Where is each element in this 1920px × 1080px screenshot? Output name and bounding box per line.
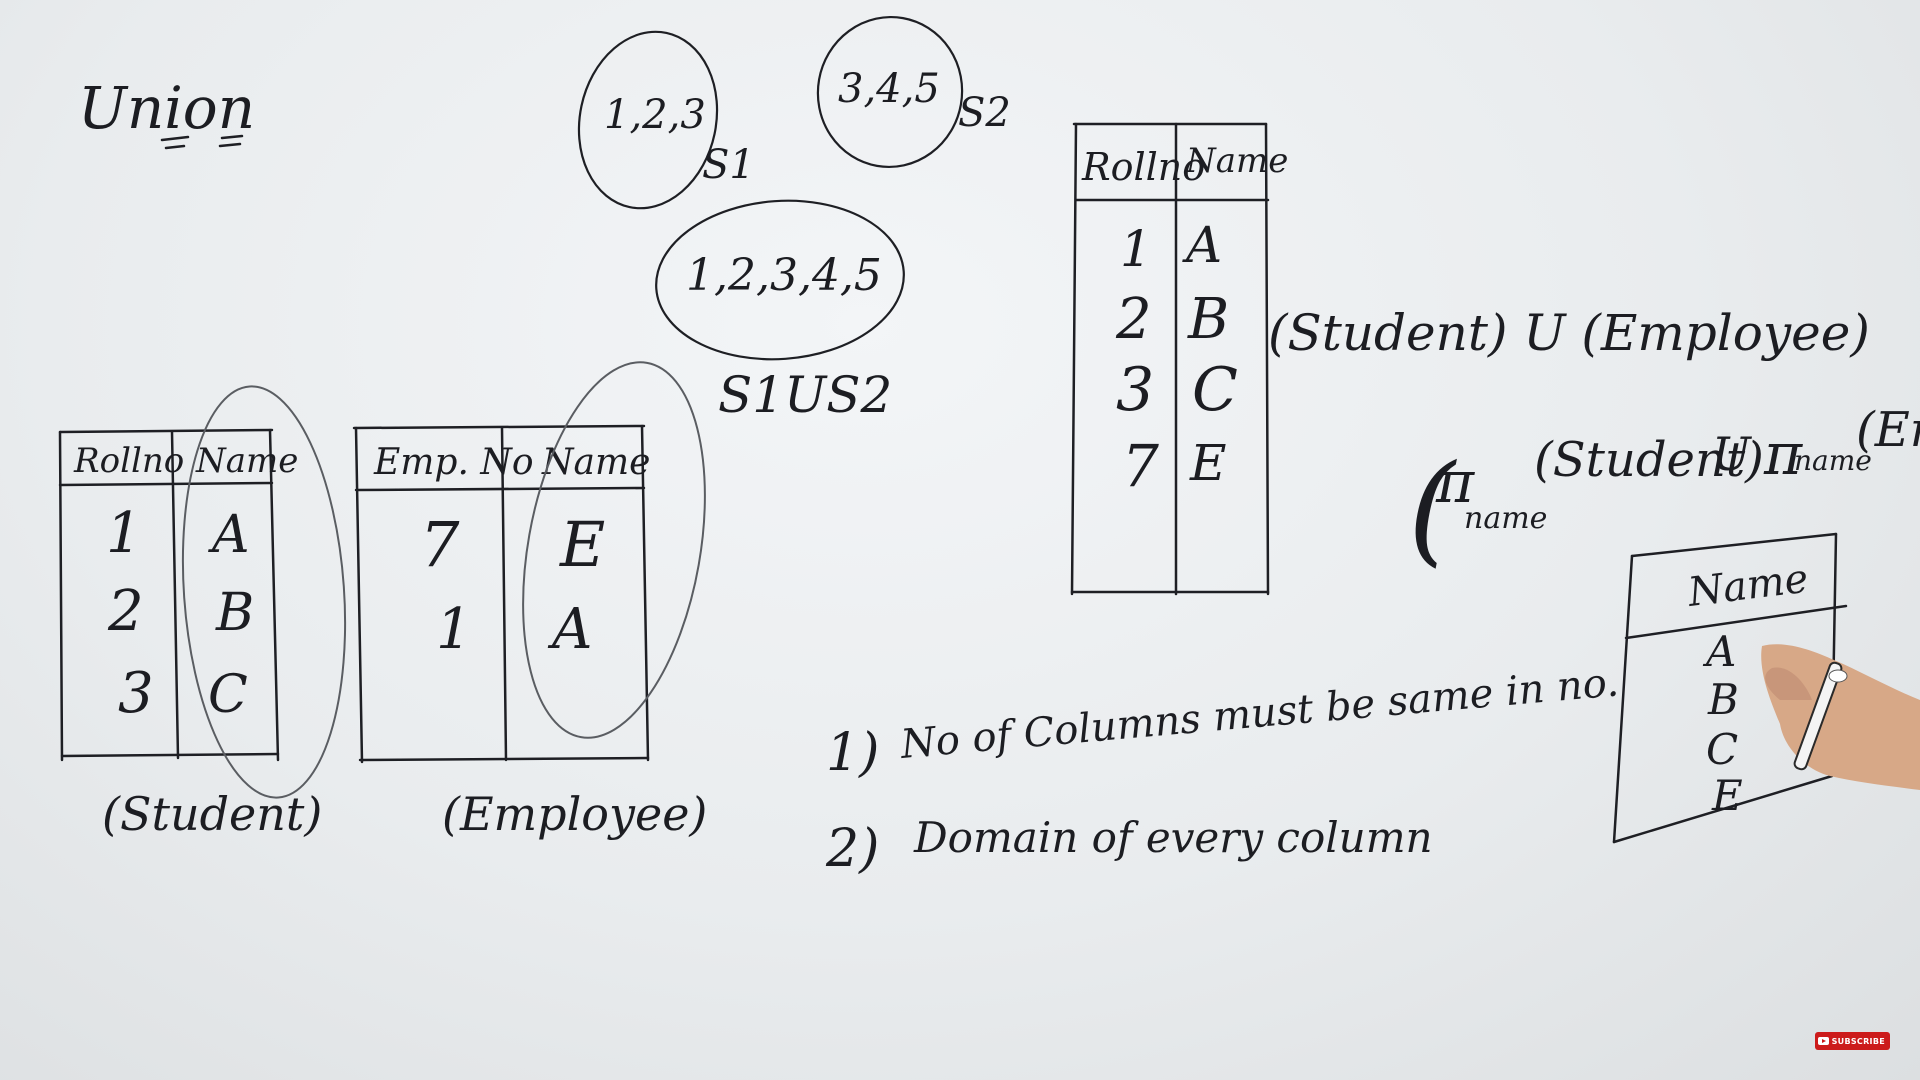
condition-text: Domain of every column [913,813,1433,862]
board-title: Union [78,74,255,142]
name-table-value: C [1706,725,1738,774]
student-cell-rollno: 3 [118,661,154,726]
play-icon [1817,1037,1829,1045]
union-cell-rollno: 1 [1120,220,1152,278]
pi-symbol: π [1763,420,1803,488]
condition-number: 2) [825,819,879,879]
projection-argument: (Emp [1856,402,1920,458]
employee-cell-name: E [559,508,605,581]
name-table-header: Name [1685,556,1811,616]
set-s1-label: S1 [702,142,755,188]
student-header-rollno: Rollno [73,441,184,481]
name-table-value: E [1711,771,1743,820]
set-union-label: S1US2 [718,366,892,424]
name-table-value: B [1707,675,1739,724]
union-expression: (Student) U (Employee) [1268,304,1870,362]
set-s1-values: 1,2,3 [604,92,706,138]
set-s1: 1,2,3 S1 [577,30,755,210]
employee-cell-name: A [547,597,592,662]
student-cell-rollno: 2 [107,579,144,644]
set-s2-values: 3,4,5 [838,66,940,112]
title-underline [160,134,244,150]
set-union-values: 1,2,3,4,5 [686,250,882,301]
union-result-table: Rollno Name 1 A 2 B 3 C 7 E [1070,122,1288,596]
student-cell-name: C [208,665,248,725]
employee-table: Emp. No Name 7 E 1 A (Employee) [352,361,707,841]
projection-open-paren: ( [1408,440,1457,579]
projection-argument: (Student) [1534,432,1764,488]
union-conditions: 1) No of Columns must be same in no. 2) … [825,659,1621,879]
student-header-name: Name [195,441,298,481]
employee-caption: (Employee) [442,787,707,841]
union-cell-name: B [1187,287,1229,352]
marker [1793,661,1843,771]
subscribe-badge[interactable]: SUBSCRIBE [1814,1032,1890,1050]
employee-cell-empno: 1 [436,597,472,662]
student-cell-name: A [208,505,250,565]
union-cell-rollno: 7 [1122,432,1159,500]
employee-cell-empno: 7 [420,508,460,581]
union-header-rollno: Rollno [1081,145,1205,189]
union-header-name: Name [1185,141,1288,181]
student-caption: (Student) [102,787,322,841]
pi-symbol: π [1435,448,1475,516]
name-column-highlight [522,361,706,739]
condition-number: 1) [826,723,879,783]
set-union: 1,2,3,4,5 S1US2 [655,199,905,424]
union-cell-rollno: 2 [1115,287,1152,352]
student-table: Rollno Name 1 A 2 B 3 C (Student) [58,385,347,841]
presenter-hand [1761,644,1920,790]
projection-subscript: name [1794,444,1872,477]
name-result-table: Name A B C E [1612,532,1848,844]
union-cell-name: C [1192,355,1238,425]
union-cell-rollno: 3 [1116,355,1154,425]
condition-text: No of Columns must be same in no. [898,659,1621,768]
name-column-highlight [181,385,347,799]
subscribe-label: SUBSCRIBE [1831,1036,1885,1046]
set-s2-label: S2 [958,90,1011,136]
projection-expression: ( π name (Student) U π name (Emp [1408,402,1920,579]
union-cell-name: A [1182,216,1222,274]
name-table-value: A [1702,627,1736,676]
student-cell-name: B [215,583,254,643]
set-s2: 3,4,5 S2 [816,15,1011,169]
union-operator: U [1712,427,1753,481]
union-cell-name: E [1189,434,1227,492]
employee-header-empno: Emp. No [373,442,534,483]
student-cell-rollno: 1 [106,501,142,566]
projection-subscript: name [1464,501,1547,536]
employee-header-name: Name [541,442,650,483]
